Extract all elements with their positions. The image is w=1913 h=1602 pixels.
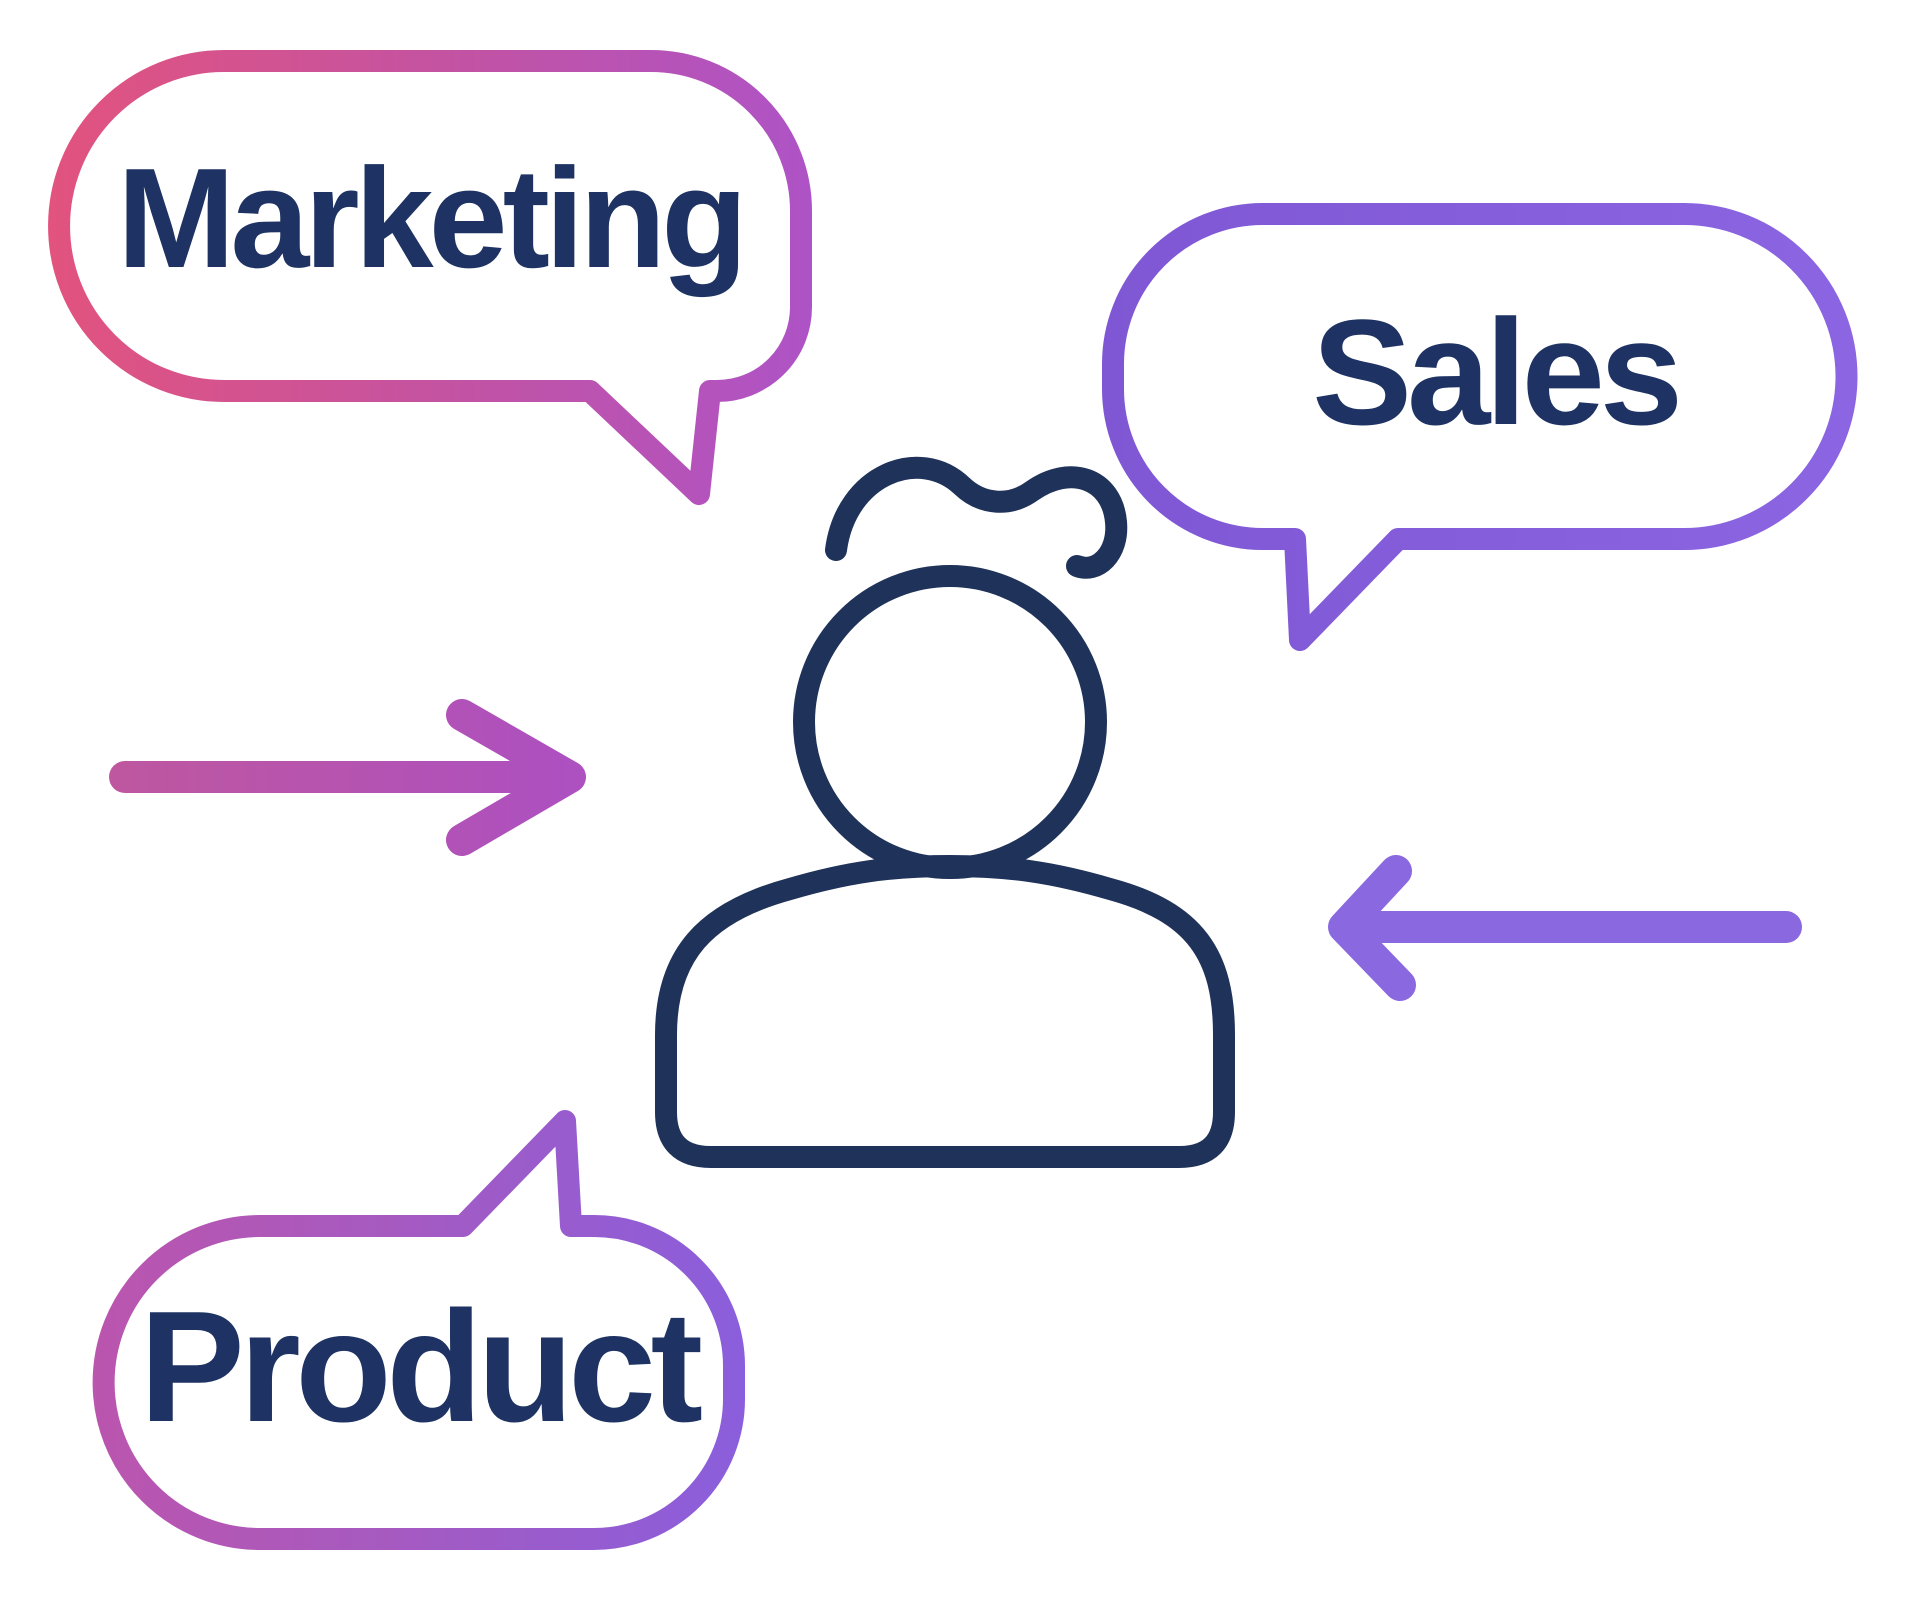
- arrow-left-icon: [1328, 855, 1802, 1001]
- arrow-right-icon: [109, 699, 586, 856]
- person-hair: [825, 456, 1128, 579]
- person-head: [793, 565, 1107, 879]
- sales-bubble-label: Sales: [1312, 288, 1683, 456]
- sales-bubble: [1102, 203, 1858, 651]
- product-bubble: [92, 1110, 745, 1550]
- marketing-bubble-label: Marketing: [117, 139, 748, 298]
- person-torso: [655, 855, 1235, 1168]
- person-icon: [655, 456, 1235, 1168]
- product-bubble-label: Product: [139, 1279, 703, 1455]
- marketing-bubble: [48, 50, 812, 505]
